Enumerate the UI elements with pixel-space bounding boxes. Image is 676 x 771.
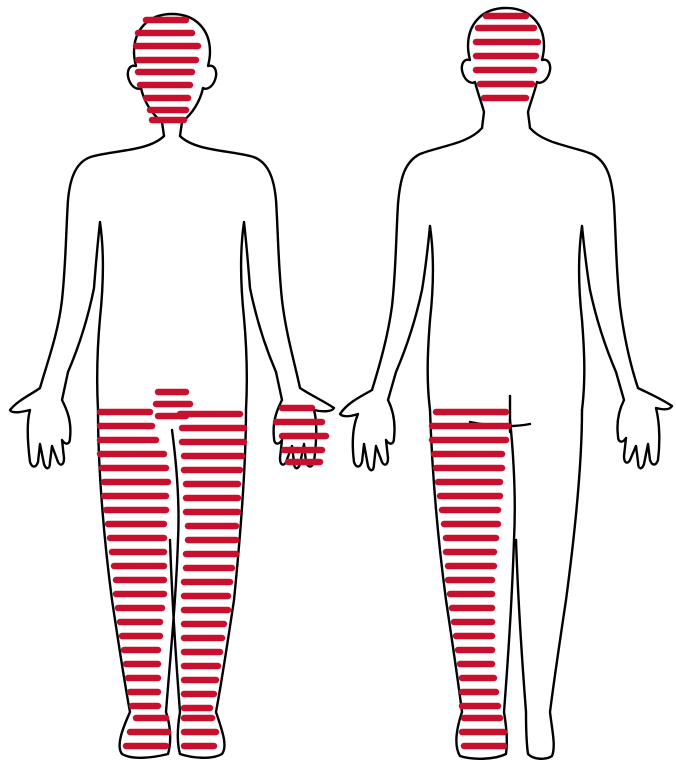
front-head-face-shading <box>136 20 198 120</box>
front-left-foot-shading <box>184 718 216 746</box>
front-right-leg-shading <box>100 412 168 706</box>
front-right-foot-shading <box>126 718 168 746</box>
front-left-leg-shading <box>180 414 244 708</box>
back-legs-outline <box>430 410 582 759</box>
back-torso-right <box>530 128 672 468</box>
front-torso-right <box>180 136 334 468</box>
front-body-figure <box>10 14 334 758</box>
back-left-foot-shading <box>462 718 504 746</box>
front-torso-left <box>10 136 164 468</box>
back-head-neck-shading <box>476 16 538 98</box>
back-body-figure <box>340 8 672 759</box>
back-torso-left <box>340 128 482 470</box>
back-left-buttock-leg-shading <box>432 412 508 706</box>
shading-layer <box>100 16 538 746</box>
